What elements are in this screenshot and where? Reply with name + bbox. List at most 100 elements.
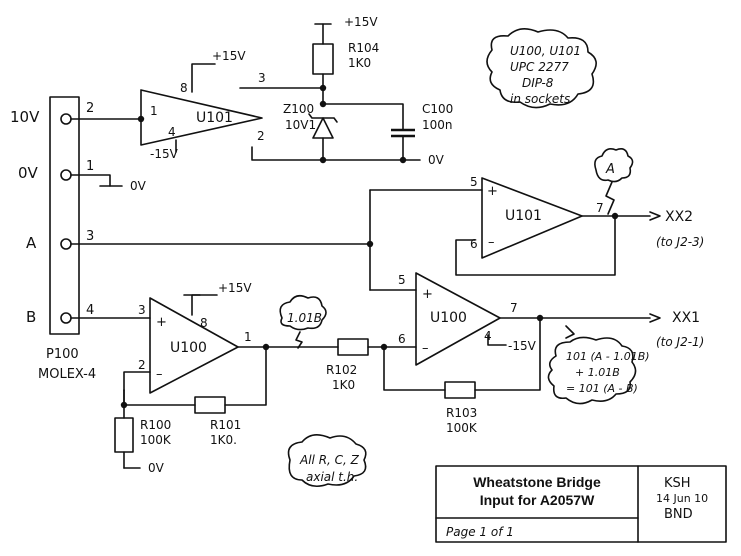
output-destination: (to J2-1) — [656, 335, 704, 349]
component-value: 100n — [422, 118, 453, 132]
zener-z100: Z100 10V1 — [283, 102, 338, 139]
component-ref: R104 — [348, 41, 379, 55]
resistor-r104: R104 1K0 +15V — [312, 15, 379, 75]
supply-label: -15V — [508, 339, 537, 353]
opamp-pin-number: 8 — [200, 316, 208, 330]
svg-text:–: – — [156, 367, 163, 382]
title-block: Wheatstone Bridge Input for A2057W Page … — [435, 465, 727, 543]
opamp-pin-number: 3 — [258, 71, 266, 85]
author: KSH — [664, 476, 691, 491]
ic-note-line: DIP-8 — [522, 76, 554, 90]
svg-text:–: – — [422, 341, 429, 356]
formula-line: + 1.01B — [575, 366, 620, 379]
connector-type: MOLEX-4 — [38, 367, 96, 382]
ic-note-line: UPC 2277 — [510, 60, 569, 74]
component-value: 100K — [140, 433, 172, 447]
resistor-r101: R101 1K0. — [194, 396, 241, 447]
output-name: XX2 — [665, 209, 693, 225]
resistor-r102: R102 1K0 — [326, 338, 369, 392]
connector-pin-number: 3 — [86, 229, 94, 244]
svg-text:+: + — [156, 315, 167, 330]
output-name: XX1 — [672, 310, 700, 326]
parts-note-line: All R, C, Z — [299, 453, 360, 467]
ic-note-line: U100, U101 — [510, 44, 581, 58]
connector-p100: 10V 0V A B 2 1 3 4 P100 MOLEX-4 — [10, 96, 96, 382]
supply-label: +15V — [212, 49, 246, 63]
capacitor-c100: C100 100n 0V — [391, 102, 453, 167]
opamp-pin-number: 7 — [596, 201, 604, 215]
gain-node-note: 1.01B — [279, 294, 327, 349]
parts-note: All R, C, Z axial t.h. — [287, 434, 367, 488]
connector-signal-label: B — [26, 308, 36, 326]
opamp-u100-input: U100 + – 3 2 1 8 +15V — [138, 281, 252, 394]
component-ref: R102 — [326, 363, 357, 377]
output-destination: (to J2-3) — [656, 235, 704, 249]
svg-text:–: – — [488, 235, 495, 250]
opamp-pin-number: 1 — [244, 330, 252, 344]
formula-note: 101 (A - 1.01B) + 1.01B = 101 (A - B) — [547, 336, 650, 405]
connector-pin-number: 4 — [86, 303, 94, 318]
component-value: 1K0 — [348, 56, 371, 70]
component-value: 1K0. — [210, 433, 237, 447]
connector-pin-a — [60, 238, 72, 250]
title-line: Wheatstone Bridge — [473, 474, 601, 490]
connector-signal-label: A — [26, 234, 37, 252]
supply-label: +15V — [218, 281, 252, 295]
connector-pin-b — [60, 312, 72, 324]
ic-note: U100, U101 UPC 2277 DIP-8 in sockets — [486, 28, 597, 109]
opamp-u100-difference: U100 + – 5 6 7 4 -15V XX1 (to J2-1) — [398, 272, 704, 366]
component-value: 10V1 — [285, 118, 316, 132]
opamp-ref: U100 — [430, 310, 467, 326]
svg-text:+: + — [487, 184, 498, 199]
opamp-pin-number: 8 — [180, 81, 188, 95]
connector-signal-label: 10V — [10, 108, 40, 126]
junctions — [120, 84, 619, 409]
formula-line: = 101 (A - B) — [566, 382, 638, 395]
opamp-pin-number: 5 — [398, 273, 406, 287]
component-ref: C100 — [422, 102, 453, 116]
wires — [70, 23, 651, 469]
connector-pin-number: 1 — [86, 159, 94, 174]
organisation: BND — [664, 507, 693, 522]
component-value: 1K0 — [332, 378, 355, 392]
formula-line: 101 (A - 1.01B) — [566, 350, 650, 363]
connector-pin-0v — [60, 169, 72, 181]
opamp-pin-number: 5 — [470, 175, 478, 189]
opamp-pin-number: 4 — [484, 329, 492, 343]
opamp-pin-number: 3 — [138, 303, 146, 317]
component-ref: Z100 — [283, 102, 314, 116]
opamp-u101-buffer: U101 + – 5 6 7 XX2 (to J2-3) — [470, 175, 704, 259]
gain-node-label: 1.01B — [287, 311, 322, 325]
component-value: 100K — [446, 421, 478, 435]
opamp-pin-number: 4 — [168, 125, 176, 139]
opamp-ref: U100 — [170, 340, 207, 356]
resistor-r103: R103 100K — [444, 381, 478, 435]
opamp-ref: U101 — [505, 208, 542, 224]
ground-label: 0V — [130, 179, 147, 193]
connector-body — [49, 96, 80, 335]
drawing-date: 14 Jun 10 — [656, 492, 708, 505]
supply-label: -15V — [150, 147, 179, 161]
supply-label: +15V — [344, 15, 378, 29]
resistor-r100: R100 100K 0V — [114, 417, 172, 475]
connector-signal-label: 0V — [18, 164, 39, 182]
opamp-pin-number: 6 — [470, 237, 478, 251]
svg-text:+: + — [422, 287, 433, 302]
component-ref: R103 — [446, 406, 477, 420]
ic-note-line: in sockets — [510, 92, 570, 106]
opamp-pin-number: 7 — [510, 301, 518, 315]
connector-ref: P100 — [46, 347, 79, 362]
component-ref: R100 — [140, 418, 171, 432]
opamp-pin-number: 2 — [257, 129, 265, 143]
probe-note-a: A — [594, 148, 634, 215]
ground-label: 0V — [428, 153, 445, 167]
opamp-pin-number: 6 — [398, 332, 406, 346]
opamp-pin-number: 1 — [150, 104, 158, 118]
ground-label: 0V — [148, 461, 165, 475]
opamp-ref: U101 — [196, 110, 233, 126]
component-ref: R101 — [210, 418, 241, 432]
connector-pin-number: 2 — [86, 101, 94, 116]
title-line: Input for A2057W — [480, 492, 595, 508]
connector-pin-10v — [60, 113, 72, 125]
